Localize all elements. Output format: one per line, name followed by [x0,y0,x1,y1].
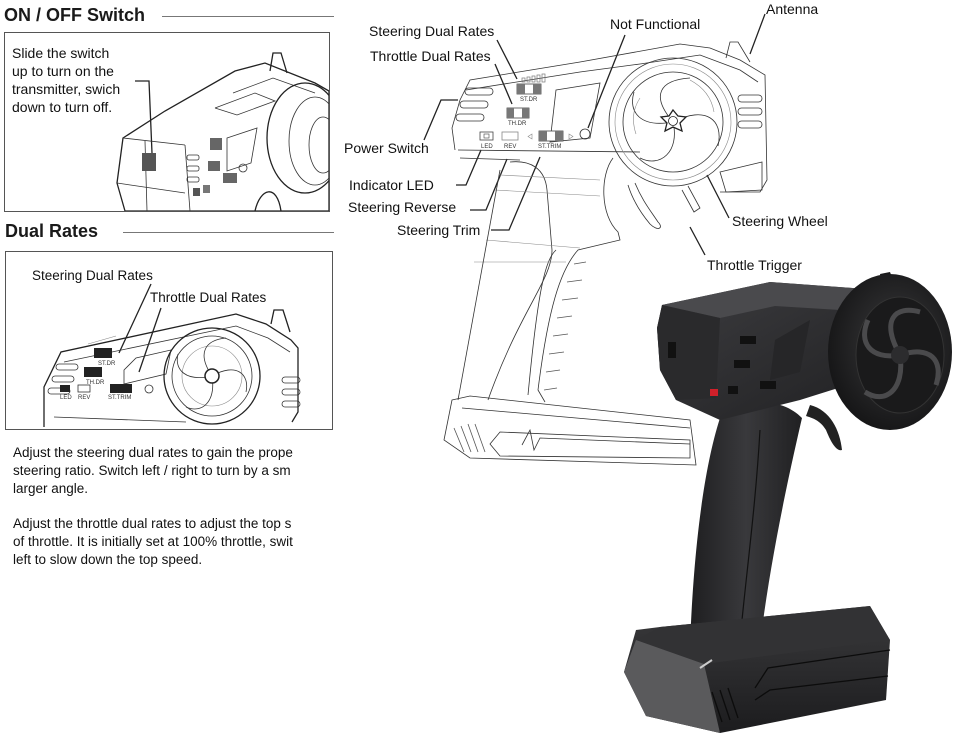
callout-throttle-trigger: Throttle Trigger [707,257,802,273]
callout-steering-dual-rates: Steering Dual Rates [369,23,495,39]
st-dr-panel-label: ST.DR [520,97,538,103]
photo-power-switch [668,342,676,358]
rev-switch-drawing [501,131,519,141]
para1-line-3: larger angle. [13,481,89,496]
dualrates-closeup-drawing: ST.DR TH.DR LED REV ST.TRIM [43,283,301,427]
callout-steering-trim: Steering Trim [397,222,481,238]
trigger-and-grip-drawing [457,157,701,403]
steering-wheel-drawing [608,57,738,187]
callout-antenna: Antenna [766,1,819,17]
leader-indicator-led [456,149,482,186]
onoff-title-rule [162,16,334,17]
leader-throttle-trigger [689,226,706,256]
leader-antenna [749,13,766,55]
callout-throttle-dual-rates: Throttle Dual Rates [370,48,491,64]
transmitter-body-outline [451,41,768,193]
para1-line-2: steering ratio. Switch left / right to t… [13,463,291,478]
leader-steering-reverse [470,158,508,211]
led-drawing [479,131,494,141]
not-functional-button-drawing [579,128,591,140]
th-dr-label: TH.DR [86,380,105,386]
para2-line-1: Adjust the throttle dual rates to adjust… [13,516,292,531]
power-switch-leader [135,80,153,154]
dualrates-steering-callout: Steering Dual Rates [32,268,153,283]
onoff-line-2: up to turn on the [12,63,114,79]
dualrates-illustration-box: Steering Dual Rates Throttle Dual Rates … [5,251,333,430]
throttle-trigger-drawing [627,182,661,229]
dualrates-paragraph-steering: Adjust the steering dual rates to gain t… [13,444,293,498]
led-panel-label: LED [481,144,493,150]
callout-steering-wheel: Steering Wheel [732,213,828,229]
onoff-instruction: Slide the switch up to turn on the trans… [12,44,120,116]
leader-lines [423,13,766,256]
rev-label: REV [78,395,90,401]
callout-steering-reverse: Steering Reverse [348,199,457,215]
onoff-section-title: ON / OFF Switch [4,5,146,25]
dualrates-paragraph-throttle: Adjust the throttle dual rates to adjust… [13,515,293,569]
st-trim-panel-label: ST.TRIM [538,144,561,150]
leader-steering-trim [491,156,541,231]
para2-line-2: of throttle. It is initially set at 100%… [13,534,293,549]
transmitter-photo [624,272,952,733]
power-switch-drawing [142,153,156,171]
leader-power-switch [423,99,458,141]
photo-indicator-led [710,389,718,396]
photo-grip [690,402,802,650]
onoff-line-3: transmitter, swich [12,81,121,97]
control-panel: ST.DR TH.DR LED REV ST.TRIM [479,73,591,150]
onoff-illustration-box: Slide the switch up to turn on the trans… [4,32,330,212]
st-trim-label: ST.TRIM [108,395,131,401]
dualrates-title-rule [123,232,334,233]
dualrates-throttle-callout: Throttle Dual Rates [150,290,267,305]
onoff-line-1: Slide the switch [12,45,110,61]
para1-line-1: Adjust the steering dual rates to gain t… [13,445,293,460]
battery-base-drawing [443,395,697,466]
st-dr-label: ST.DR [98,361,116,367]
callout-power-switch: Power Switch [344,140,429,156]
leader-not-functional [587,34,626,129]
st-dr-switch [94,348,112,358]
transmitter-closeup-drawing [116,52,329,211]
rev-panel-label: REV [504,144,516,150]
onoff-line-4: down to turn off. [12,99,113,115]
leader-steering-wheel [706,174,730,219]
th-dr-switch [84,367,102,377]
para2-line-3: left to slow down the top speed. [13,552,203,567]
callout-indicator-led: Indicator LED [349,177,434,193]
callout-not-functional: Not Functional [610,16,701,32]
th-dr-panel-label: TH.DR [508,121,527,127]
dualrates-section-title: Dual Rates [5,221,99,241]
led-label: LED [60,395,72,401]
